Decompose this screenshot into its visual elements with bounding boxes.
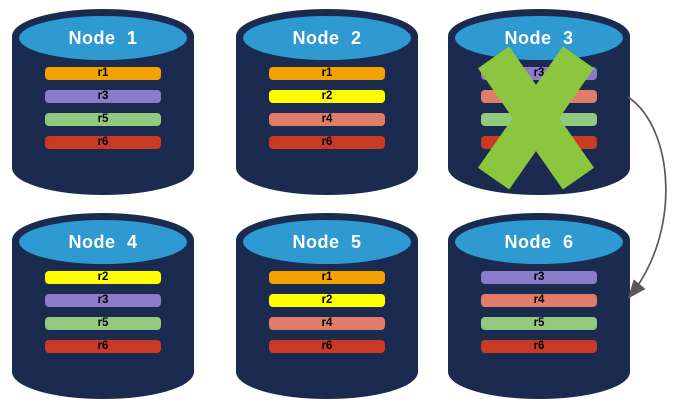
node-1-cylinder: Node 1 r1 r3 r5 r6 (12, 9, 194, 195)
replica-list: r3 r4 r5 r6 (481, 67, 597, 149)
replica-bar: r1 (269, 67, 385, 80)
node-6-cylinder: Node 6 r3 r4 r5 r6 (448, 213, 630, 399)
replica-bar: r5 (481, 113, 597, 126)
node-title: Node 2 (292, 27, 362, 48)
node-title: Node 3 (504, 27, 574, 48)
node-2-cylinder: Node 2 r1 r2 r4 r6 (236, 9, 418, 195)
replica-label: r5 (533, 113, 545, 125)
replica-label: r6 (321, 136, 333, 148)
replica-list: r3 r4 r5 r6 (481, 271, 597, 353)
replica-label: r5 (97, 317, 109, 329)
replica-bar: r2 (269, 294, 385, 307)
replica-bar: r6 (481, 136, 597, 149)
replica-label: r2 (321, 294, 333, 306)
cylinder-top: Node 2 (240, 13, 414, 63)
replica-label: r6 (533, 340, 545, 352)
replica-bar: r6 (45, 340, 161, 353)
replica-bar: r5 (45, 113, 161, 126)
replica-bar: r4 (269, 113, 385, 126)
replica-label: r4 (321, 317, 333, 329)
replica-bar: r2 (45, 271, 161, 284)
cylinder-top: Node 4 (16, 217, 190, 267)
replica-bar: r2 (269, 90, 385, 103)
node-title: Node 1 (68, 27, 138, 48)
cylinder-top: Node 5 (240, 217, 414, 267)
replica-label: r5 (97, 113, 109, 125)
replica-label: r6 (533, 136, 545, 148)
replica-bar: r3 (45, 294, 161, 307)
replica-bar: r1 (45, 67, 161, 80)
replica-bar: r3 (481, 271, 597, 284)
replica-bar: r4 (269, 317, 385, 330)
replica-bar: r3 (45, 90, 161, 103)
replica-label: r4 (533, 294, 545, 306)
replica-label: r3 (533, 67, 545, 79)
node-title: Node 5 (292, 231, 362, 252)
replica-bar: r5 (45, 317, 161, 330)
replica-bar: r6 (45, 136, 161, 149)
replica-list: r2 r3 r5 r6 (45, 271, 161, 353)
replica-label: r6 (97, 136, 109, 148)
replica-bar: r6 (269, 340, 385, 353)
replica-bar: r4 (481, 90, 597, 103)
replica-list: r1 r2 r4 r6 (269, 271, 385, 353)
node-3-cylinder: Node 3 r3 r4 r5 r6 (448, 9, 630, 195)
replica-label: r5 (533, 317, 545, 329)
node-title: Node 4 (68, 231, 138, 252)
replica-label: r4 (533, 90, 545, 102)
replica-label: r3 (97, 90, 109, 102)
replica-bar: r1 (269, 271, 385, 284)
replica-label: r1 (321, 67, 333, 79)
cylinder-top: Node 3 (452, 13, 626, 63)
replica-list: r1 r3 r5 r6 (45, 67, 161, 149)
node-5-cylinder: Node 5 r1 r2 r4 r6 (236, 213, 418, 399)
replica-label: r2 (97, 271, 109, 283)
replica-label: r3 (533, 271, 545, 283)
cylinder-top: Node 6 (452, 217, 626, 267)
cylinder-top: Node 1 (16, 13, 190, 63)
replica-bar: r6 (481, 340, 597, 353)
replica-bar: r3 (481, 67, 597, 80)
replica-label: r1 (321, 271, 333, 283)
replica-label: r4 (321, 113, 333, 125)
replica-bar: r5 (481, 317, 597, 330)
replica-label: r3 (97, 294, 109, 306)
replica-bar: r4 (481, 294, 597, 307)
replica-label: r6 (321, 340, 333, 352)
arrow-curve (627, 96, 667, 299)
replica-bar: r6 (269, 136, 385, 149)
replica-label: r1 (97, 67, 109, 79)
replica-label: r2 (321, 90, 333, 102)
node-title: Node 6 (504, 231, 574, 252)
replica-label: r6 (97, 340, 109, 352)
replica-list: r1 r2 r4 r6 (269, 67, 385, 149)
node-4-cylinder: Node 4 r2 r3 r5 r6 (12, 213, 194, 399)
